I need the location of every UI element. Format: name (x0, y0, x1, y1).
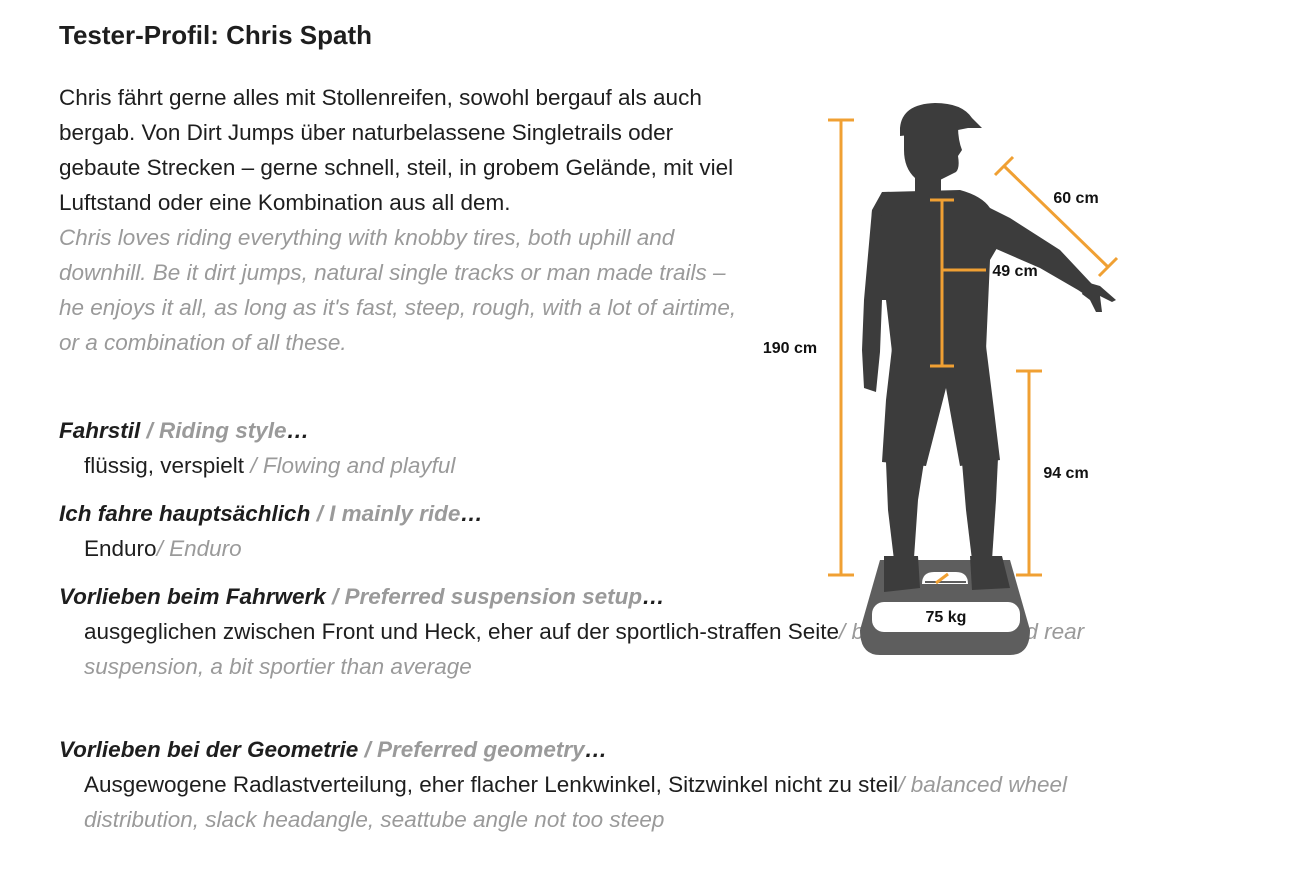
question-en: / Preferred suspension setup (325, 584, 643, 609)
question-en: / Preferred geometry (358, 737, 585, 762)
intro-german: Chris fährt gerne alles mit Stollenreife… (59, 85, 734, 215)
question-riding-style: Fahrstil / Riding style… (59, 413, 719, 448)
arm-label: 60 cm (1053, 190, 1098, 207)
question-main-ride: Ich fahre hauptsächlich / I mainly ride… (59, 496, 719, 531)
question-de: Vorlieben bei der Geometrie (59, 737, 359, 762)
inseam-label: 94 cm (1043, 465, 1088, 482)
height-label: 190 cm (763, 340, 817, 357)
question-ellipsis: … (460, 501, 483, 526)
page-title: Tester-Profil: Chris Spath (59, 20, 373, 50)
question-en: / I mainly ride (310, 501, 461, 526)
torso-label: 49 cm (992, 263, 1037, 280)
answer-en: / Enduro (156, 536, 242, 561)
section-riding-style: Fahrstil / Riding style… flüssig, verspi… (59, 413, 719, 483)
intro-text: Chris fährt gerne alles mit Stollenreife… (59, 80, 739, 360)
question-de: Fahrstil (59, 418, 141, 443)
question-ellipsis: … (286, 418, 310, 443)
question-de: Vorlieben beim Fahrwerk (59, 584, 326, 609)
measurement-lines (828, 118, 1119, 577)
answer-de: ausgeglichen zwischen Front und Heck, eh… (84, 619, 839, 644)
scale-display (872, 602, 1020, 632)
answer-de: Enduro (84, 536, 157, 561)
body-measurements-figure: 75 kg (740, 90, 1160, 670)
question-geometry: Vorlieben bei der Geometrie / Preferred … (59, 732, 1159, 767)
question-ellipsis: … (584, 737, 608, 762)
question-ellipsis: … (642, 584, 665, 609)
question-de: Ich fahre hauptsächlich (59, 501, 311, 526)
answer-en: / balanced wheel distribution, slack hea… (84, 772, 1068, 832)
question-en: / Riding style (140, 418, 287, 443)
answer-riding-style: flüssig, verspielt / Flowing and playful (59, 448, 719, 483)
answer-de: Ausgewogene Radlastverteilung, eher flac… (84, 772, 899, 797)
answer-de: flüssig, verspielt (84, 453, 245, 478)
answer-en: / Flowing and playful (244, 453, 456, 478)
weight-label: 75 kg (926, 609, 967, 626)
answer-main-ride: Enduro/ Enduro (59, 531, 719, 566)
person-silhouette-icon (862, 103, 1116, 592)
intro-english: Chris loves riding everything with knobb… (59, 225, 737, 355)
arm-line (1002, 164, 1110, 269)
section-main-ride: Ich fahre hauptsächlich / I mainly ride…… (59, 496, 719, 566)
scale-needle (935, 572, 949, 585)
question-suspension: Vorlieben beim Fahrwerk / Preferred susp… (59, 579, 679, 614)
answer-geometry: Ausgewogene Radlastverteilung, eher flac… (59, 767, 1144, 837)
section-geometry: Vorlieben bei der Geometrie / Preferred … (59, 732, 1159, 837)
